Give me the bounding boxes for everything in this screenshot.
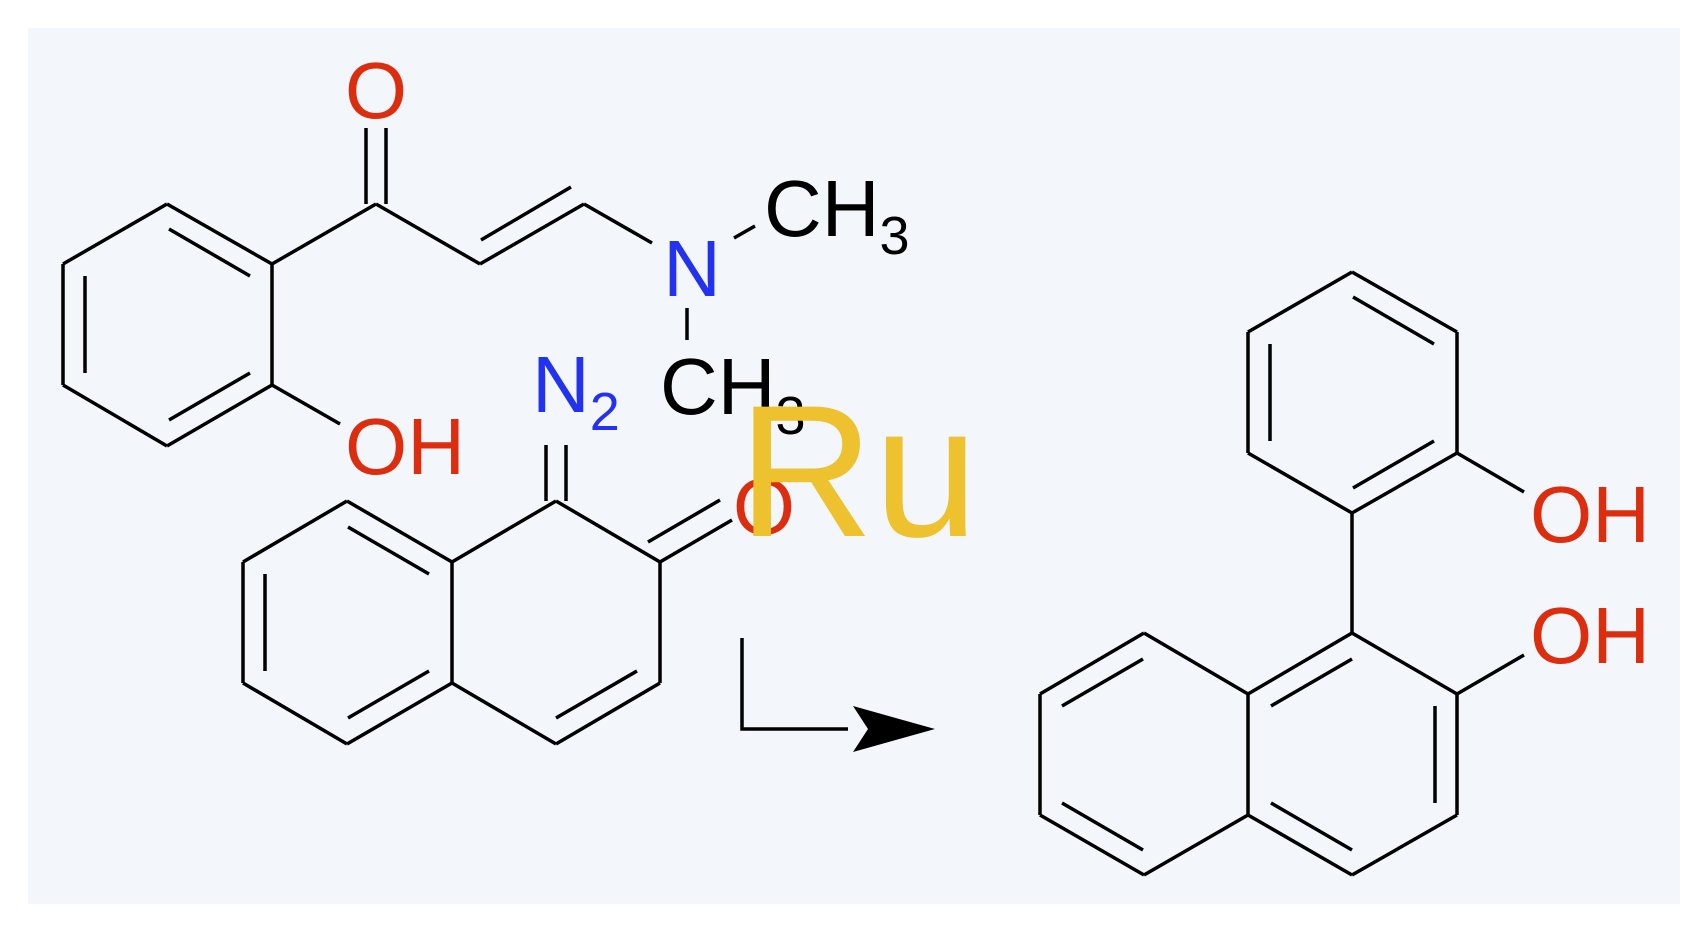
ruthenium-catalyst-label: Ru xyxy=(738,366,978,576)
bond-naphthol-oh xyxy=(1456,653,1525,696)
bond-n-methyl-top xyxy=(733,224,756,240)
product-biaryl-diol: OH OH xyxy=(1038,270,1650,877)
bond-vinyl-n xyxy=(583,202,653,245)
quinone-ring xyxy=(451,499,662,746)
product-phenol-ring xyxy=(1246,270,1459,515)
phenol-hydroxyl-label: OH xyxy=(345,402,465,491)
phenol-ring xyxy=(61,202,274,448)
bond-phenol-oh xyxy=(1456,451,1525,494)
quinone-oxygen-label: O xyxy=(733,462,795,551)
methyl-top-label: CH3 xyxy=(764,164,910,266)
bond-ring-oh xyxy=(271,383,341,426)
quinone-carbonyl-double-bond xyxy=(659,518,733,564)
carbonyl-oxygen-label: O xyxy=(345,46,407,135)
scheme-background xyxy=(28,28,1680,904)
reactant-enaminone: O N CH3 CH3 OH xyxy=(61,46,910,491)
product-benzo-ring xyxy=(1038,631,1249,877)
bond-carbonyl-alpha xyxy=(375,202,481,266)
amine-nitrogen-label: N xyxy=(663,224,721,313)
bond-ring-carbonyl xyxy=(271,202,377,266)
product-hydroxyl-top-label: OH xyxy=(1530,470,1650,559)
methyl-bottom-label: CH3 xyxy=(660,342,806,446)
diazo-label: N2 xyxy=(532,340,620,442)
alkene-double-bond xyxy=(479,202,585,266)
product-hydroxyl-bottom-label: OH xyxy=(1530,591,1650,680)
reaction-arrow-icon xyxy=(740,638,935,752)
product-naphthol-ring xyxy=(1246,631,1459,877)
benzo-ring xyxy=(241,499,454,746)
reactant-diazonaphthoquinone: N2 O xyxy=(241,340,795,746)
